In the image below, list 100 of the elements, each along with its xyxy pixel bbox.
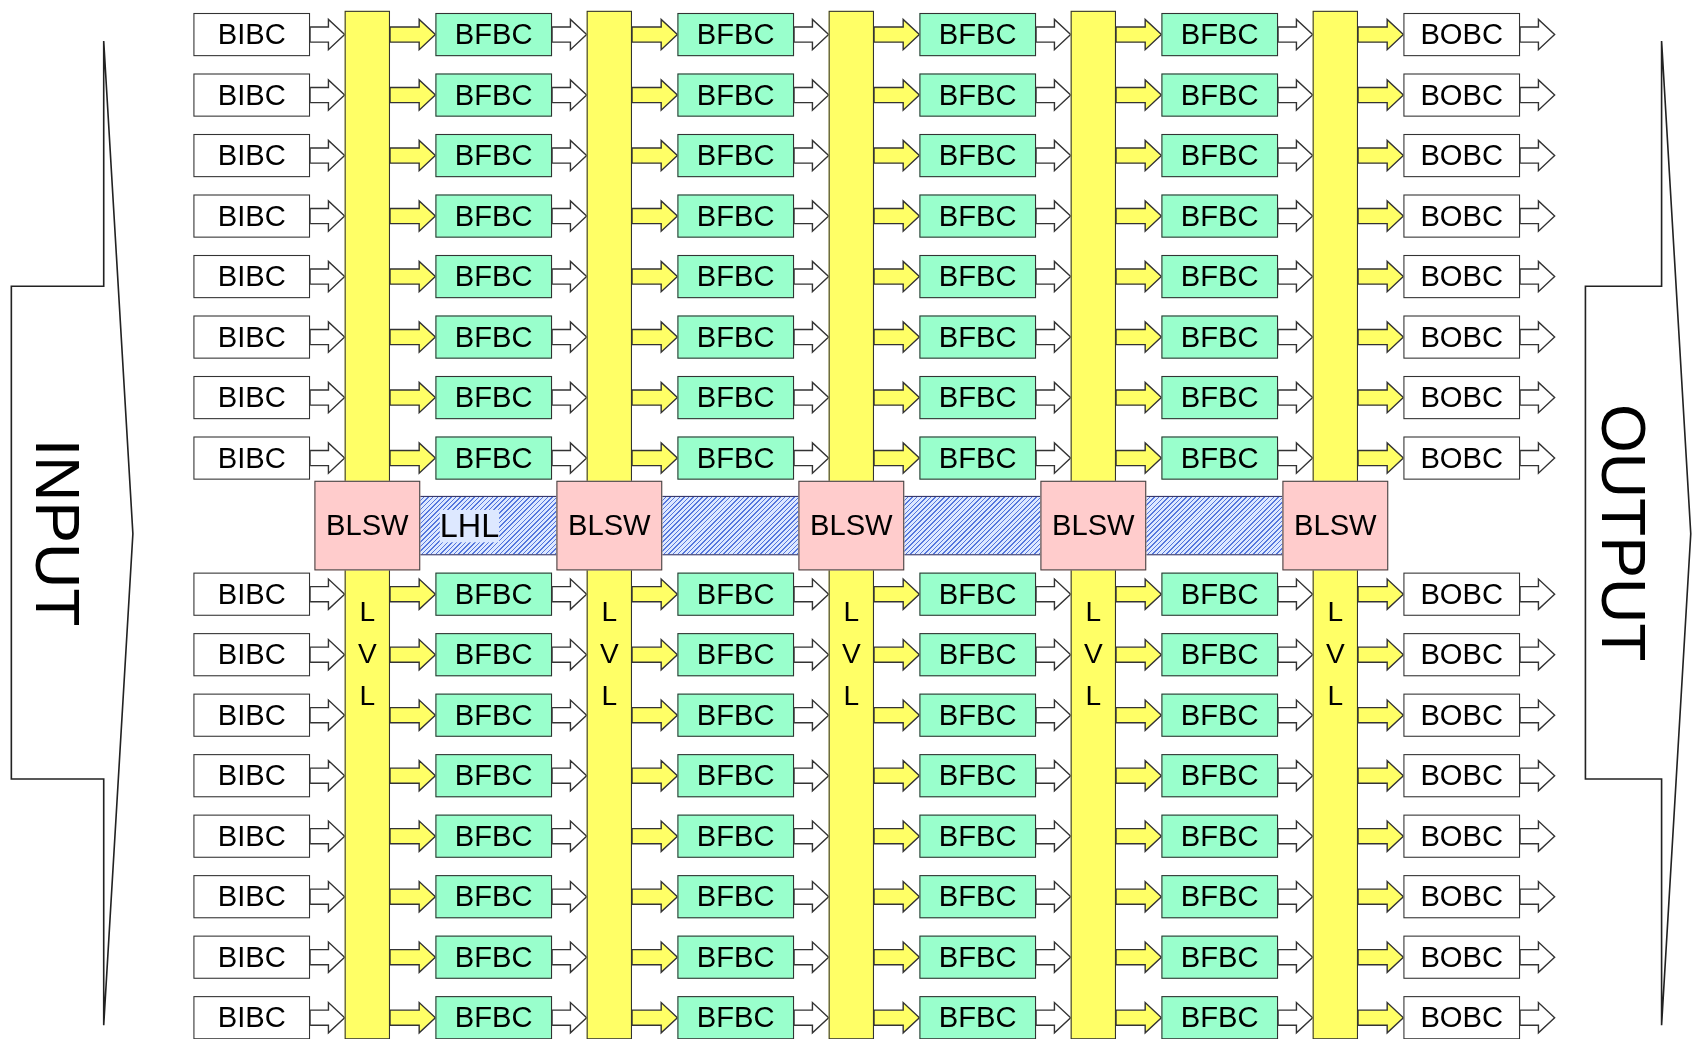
block-box [193, 996, 311, 1039]
box-label: BFBC [938, 640, 1017, 670]
block-box [1161, 875, 1279, 919]
block-box [1403, 754, 1521, 798]
switch-box [556, 480, 663, 571]
block-box [1403, 194, 1521, 238]
block-box [1403, 315, 1521, 359]
block-arrow [1357, 698, 1405, 732]
box-label: BFBC [1180, 821, 1259, 851]
block-arrow [551, 819, 588, 853]
block-arrow [1519, 758, 1556, 793]
block-arrow [389, 380, 437, 415]
block-arrow [873, 577, 921, 611]
block-arrow [873, 259, 921, 294]
block-box [193, 572, 311, 616]
block-box [435, 754, 553, 798]
box-label: BOBC [1420, 383, 1504, 413]
bar-label: LVL [1079, 595, 1108, 722]
switch-box [798, 480, 905, 571]
block-box [1403, 633, 1521, 677]
block-arrow [389, 441, 437, 475]
block-arrow [309, 441, 346, 475]
block-arrow [1115, 138, 1163, 173]
block-arrow [1519, 940, 1556, 974]
block-arrow [1519, 199, 1556, 233]
block-arrow [793, 758, 830, 793]
block-box [677, 436, 795, 480]
block-arrow [1115, 320, 1163, 354]
hatched-band [1146, 495, 1283, 556]
box-label: BOBC [1420, 322, 1504, 352]
box-label: BFBC [454, 579, 533, 609]
block-arrow [1519, 698, 1556, 732]
block-arrow [551, 138, 588, 173]
box-label: BFBC [1180, 579, 1259, 609]
block-arrow [389, 320, 437, 354]
box-label: BFBC [454, 201, 533, 231]
block-box [435, 133, 553, 178]
block-arrow [309, 940, 346, 974]
block-arrow [551, 17, 588, 52]
block-box [677, 693, 795, 737]
block-arrow [1115, 758, 1163, 793]
block-box [1403, 935, 1521, 979]
block-arrow [1519, 320, 1556, 354]
box-label: BFBC [696, 383, 775, 413]
hatched-band [904, 495, 1041, 556]
box-label: BFBC [696, 942, 775, 972]
block-arrow [631, 259, 679, 294]
block-arrow [1115, 940, 1163, 974]
block-box [919, 935, 1037, 979]
block-arrow [389, 199, 437, 233]
block-arrow [389, 819, 437, 853]
block-arrow [631, 138, 679, 173]
block-arrow [631, 758, 679, 793]
block-box [193, 254, 311, 299]
block-arrow [389, 1000, 437, 1035]
block-arrow [1357, 199, 1405, 233]
block-arrow [793, 441, 830, 475]
box-label: BIBC [217, 579, 286, 609]
block-box [435, 194, 553, 238]
block-box [1403, 73, 1521, 117]
block-arrow [1035, 1000, 1072, 1035]
box-label: BLSW [568, 511, 651, 541]
block-arrow [1519, 17, 1556, 52]
block-arrow [1277, 940, 1314, 974]
box-label: BFBC [454, 1003, 533, 1033]
box-label: BOBC [1420, 1003, 1504, 1033]
box-label: BIBC [217, 80, 286, 110]
block-arrow [631, 320, 679, 354]
box-label: BIBC [217, 640, 286, 670]
box-label: BFBC [454, 821, 533, 851]
block-box [193, 633, 311, 677]
block-arrow [309, 1000, 346, 1035]
box-label: BFBC [938, 383, 1017, 413]
block-arrow [631, 1000, 679, 1035]
block-arrow [551, 380, 588, 415]
block-arrow [793, 577, 830, 611]
block-box [1403, 436, 1521, 480]
block-arrow [389, 259, 437, 294]
block-box [1161, 693, 1279, 737]
block-arrow [389, 577, 437, 611]
block-arrow [309, 637, 346, 672]
block-box [1161, 436, 1279, 480]
block-arrow [1035, 380, 1072, 415]
box-label: BFBC [454, 322, 533, 352]
block-box [1403, 12, 1521, 57]
box-label: BFBC [938, 1003, 1017, 1033]
block-arrow [1357, 138, 1405, 173]
box-label: BFBC [696, 1003, 775, 1033]
block-arrow [551, 78, 588, 112]
box-label: BLSW [1052, 511, 1135, 541]
block-arrow [873, 698, 921, 732]
block-box [1161, 254, 1279, 299]
box-label: BOBC [1420, 141, 1504, 171]
block-box [435, 996, 553, 1039]
block-box [677, 375, 795, 420]
box-label: BOBC [1420, 80, 1504, 110]
box-label: BFBC [454, 443, 533, 473]
box-label: BFBC [1180, 20, 1259, 50]
box-label: BLSW [810, 511, 893, 541]
box-label: BFBC [1180, 443, 1259, 473]
